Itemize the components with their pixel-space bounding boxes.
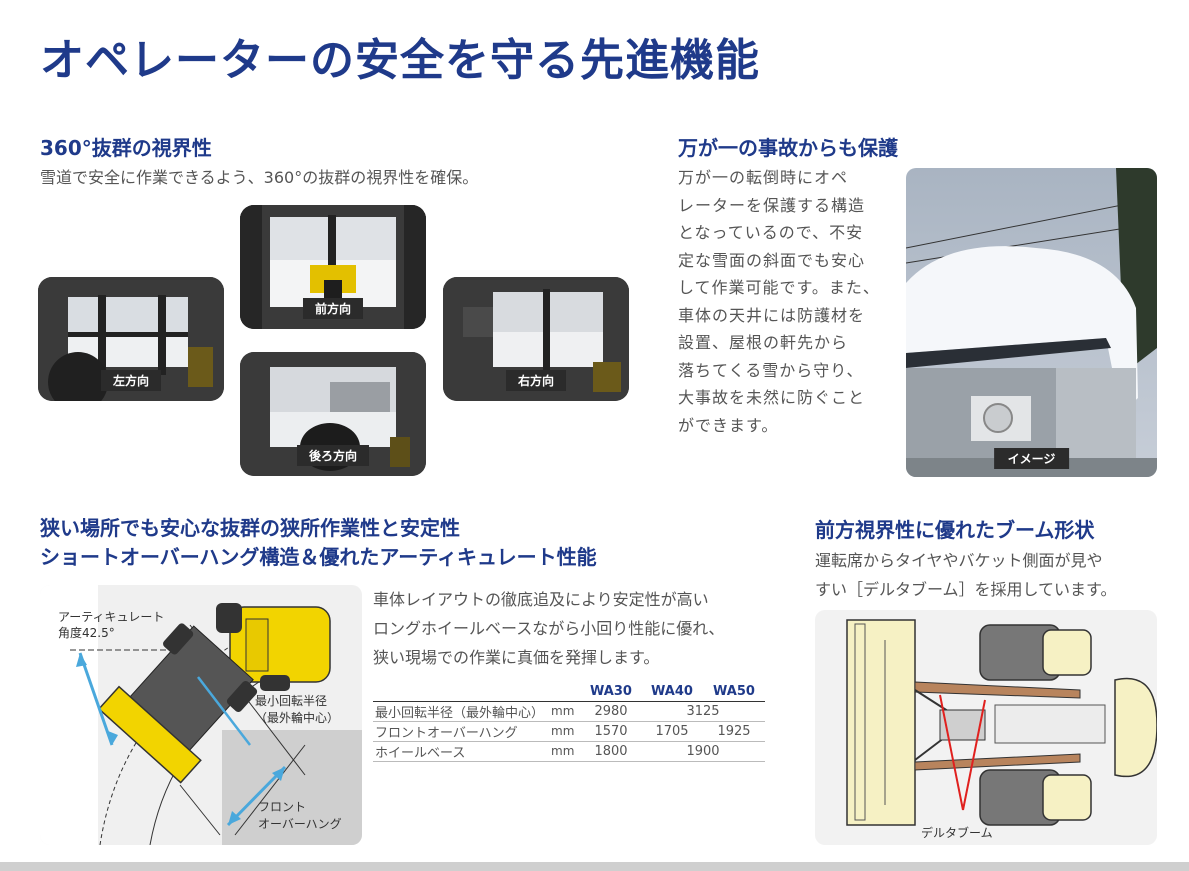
table-row: フロントオーバーハング mm 1570 1705 1925 <box>373 721 765 741</box>
page-title: オペレーターの安全を守る先進機能 <box>40 35 760 86</box>
loader-rear-body <box>216 603 331 691</box>
maneuver-heading: 狭い場所でも安心な抜群の狭所作業性と安定性 ショートオーバーハング構造＆優れたア… <box>40 514 597 572</box>
delta-boom-diagram <box>846 619 1157 826</box>
table-row: 最小回転半径（最外輪中心） mm 2980 3125 <box>373 701 765 721</box>
spec-label: ホイールベース <box>375 745 466 761</box>
protection-description: 万が一の転倒時にオペ レーターを保護する構造 となっているので、不安 定な雪面の… <box>678 164 900 439</box>
turning-radius-label: 最小回転半径 （最外輪中心） <box>255 694 340 725</box>
delta-boom-figure: デルタブーム <box>815 610 1157 845</box>
spec-value: 3125 <box>686 703 720 719</box>
spec-table: WA30 WA40 WA50 最小回転半径（最外輪中心） mm 2980 312… <box>373 682 765 762</box>
visibility-heading: 360°抜群の視界性 <box>40 136 212 160</box>
image-note-label: イメージ <box>993 448 1070 469</box>
articulation-diagram-graphic <box>40 585 362 845</box>
maneuver-line: 車体レイアウトの徹底追及により安定性が高い <box>373 590 709 609</box>
protection-line: レーターを保護する構造 <box>678 195 866 215</box>
maneuver-line: ロングホイールベースながら小回り性能に優れ、 <box>373 619 725 638</box>
view-label-right: 右方向 <box>505 370 567 391</box>
protection-line: ができます。 <box>678 415 779 435</box>
spec-header-row: WA30 WA40 WA50 <box>373 682 765 701</box>
spec-unit: mm <box>551 724 575 738</box>
camera-view-left: 左方向 <box>38 277 224 401</box>
protection-line: して作業可能です。また、 <box>678 278 880 297</box>
articulation-angle-label: アーティキュレート 角度42.5° <box>58 610 165 640</box>
view-label-rear: 後ろ方向 <box>296 445 370 466</box>
protection-line: となっているので、不安 <box>678 223 864 242</box>
protection-line: 万が一の転倒時にオペ <box>678 168 849 187</box>
maneuver-description: 車体レイアウトの徹底追及により安定性が高い ロングホイールベースながら小回り性能… <box>373 585 724 672</box>
boom-description: 運転席からタイヤやバケット側面が見や すい［デルタブーム］を採用しています。 <box>815 546 1116 604</box>
model-wa30: WA30 <box>590 683 632 699</box>
protection-heading: 万が一の事故からも保護 <box>678 136 898 160</box>
maneuver-heading-line1: 狭い場所でも安心な抜群の狭所作業性と安定性 <box>40 516 460 540</box>
protection-line: 車体の天井には防護材を <box>678 305 866 325</box>
delta-boom-label: デルタブーム <box>921 826 993 840</box>
spec-label: 最小回転半径（最外輪中心） <box>375 705 545 721</box>
boom-line: 運転席からタイヤやバケット側面が見や <box>815 551 1103 570</box>
maneuver-line: 狭い現場での作業に真価を発揮します。 <box>373 648 660 667</box>
loader-front-body <box>97 623 258 784</box>
spec-unit: mm <box>551 744 575 758</box>
view-label-left: 左方向 <box>100 370 162 391</box>
boom-heading: 前方視界性に優れたブーム形状 <box>815 518 1095 542</box>
view-label-front: 前方向 <box>302 298 364 319</box>
spec-value: 1925 <box>717 723 751 739</box>
boom-line: すい［デルタブーム］を採用しています。 <box>815 580 1117 599</box>
model-wa50: WA50 <box>713 683 755 699</box>
cab-view-left-image <box>38 277 224 401</box>
cab-view-rear-image <box>240 352 426 476</box>
spec-value: 1800 <box>594 743 628 759</box>
camera-view-front: 前方向 <box>240 205 426 329</box>
spec-value: 1900 <box>686 743 720 759</box>
spec-value: 2980 <box>594 703 628 719</box>
protection-line: 落ちてくる雪から守り、 <box>678 360 864 380</box>
protection-line: 定な雪面の斜面でも安心 <box>678 250 866 270</box>
front-overhang-label: フロント オーバーハング <box>258 800 342 831</box>
snow-roof-image <box>906 168 1157 477</box>
visibility-description: 雪道で安全に作業できるよう、360°の抜群の視界性を確保。 <box>40 168 479 187</box>
spec-unit: mm <box>551 704 575 718</box>
protection-line: 設置、屋根の軒先から <box>678 333 849 352</box>
bottom-divider <box>0 862 1189 871</box>
protection-line: 大事故を未然に防ぐこと <box>678 388 866 407</box>
articulation-diagram: アーティキュレート 角度42.5° 最小回転半径 （最外輪中心） フロント オー… <box>40 585 362 845</box>
model-wa40: WA40 <box>651 683 693 699</box>
spec-value: 1570 <box>594 723 628 739</box>
table-row: ホイールベース mm 1800 1900 <box>373 741 765 761</box>
camera-view-right: 右方向 <box>443 277 629 401</box>
spec-label: フロントオーバーハング <box>375 725 518 741</box>
snow-roof-photo: イメージ <box>906 168 1157 477</box>
spec-value: 1705 <box>655 723 689 739</box>
camera-view-rear: 後ろ方向 <box>240 352 426 476</box>
maneuver-heading-line2: ショートオーバーハング構造＆優れたアーティキュレート性能 <box>40 545 597 569</box>
